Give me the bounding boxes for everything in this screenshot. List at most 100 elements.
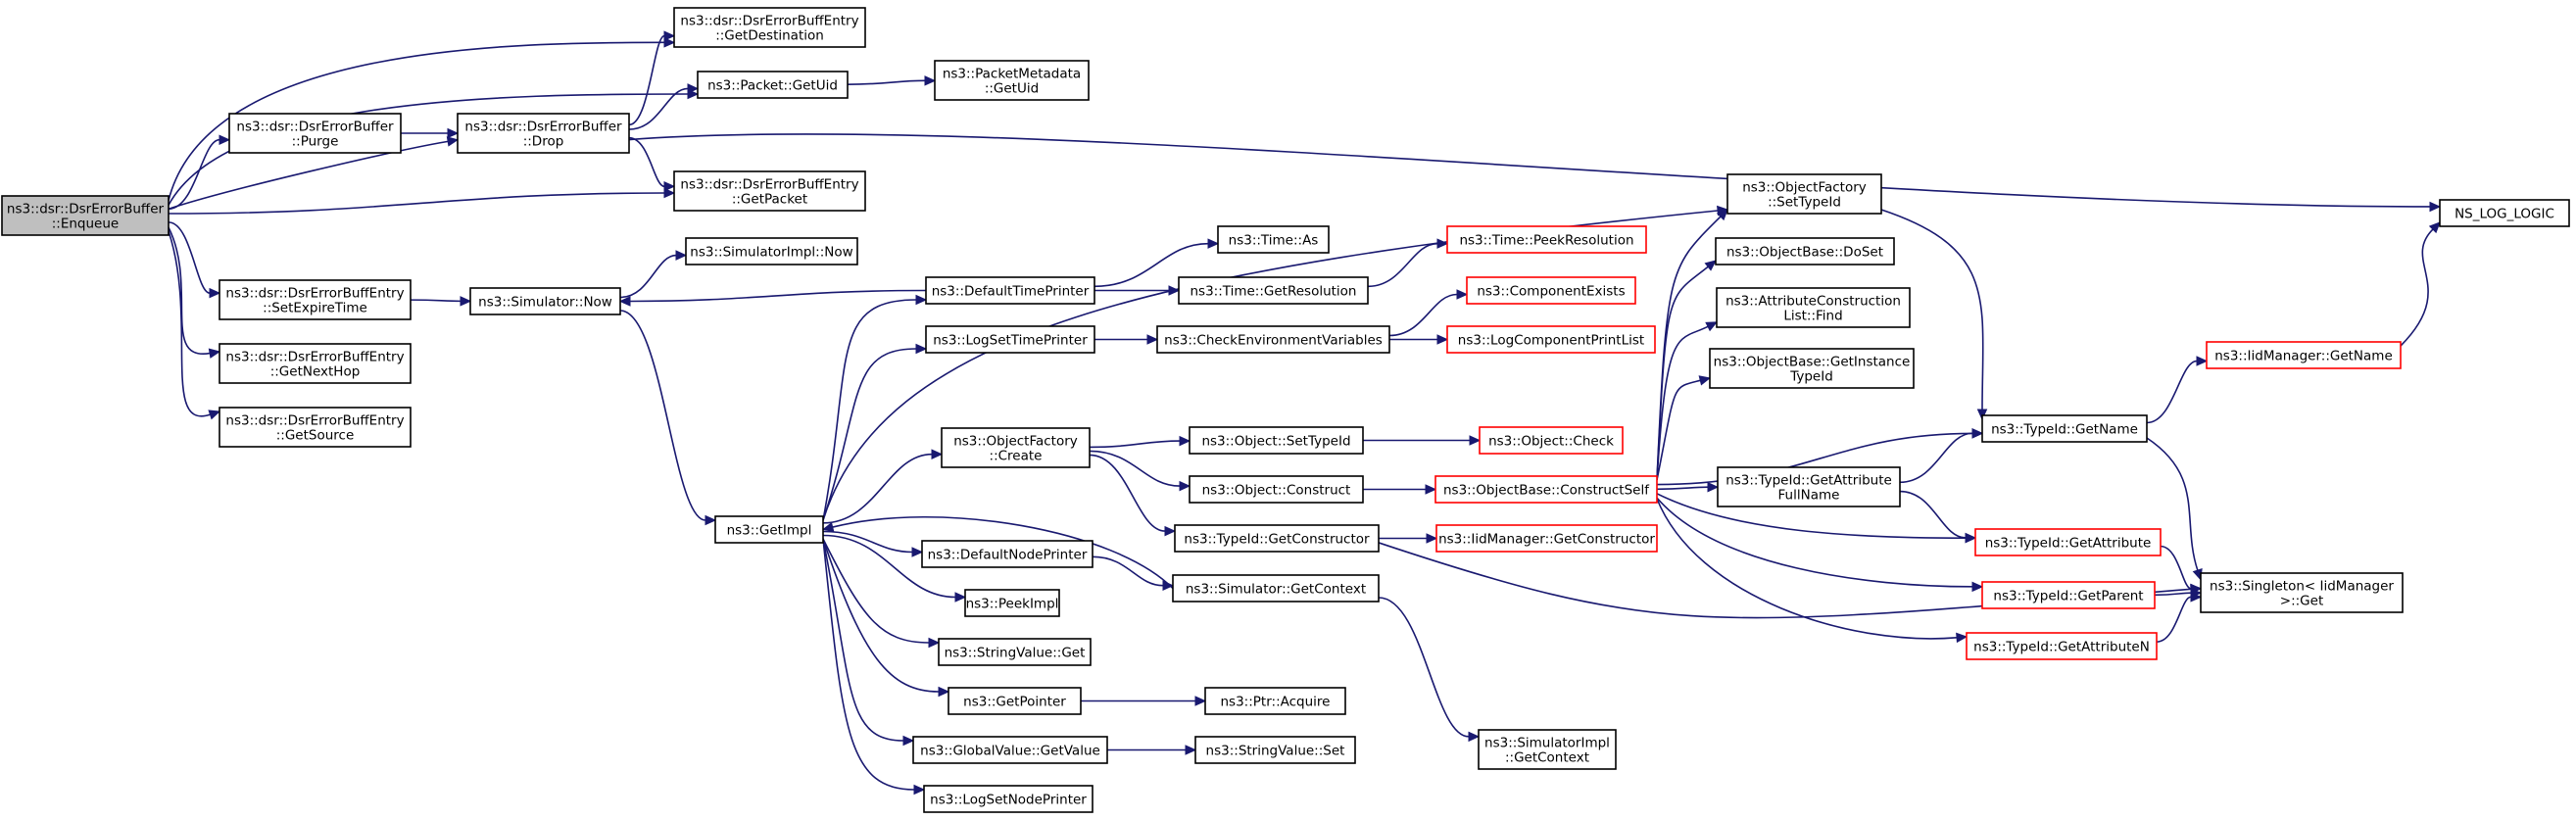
edge-line	[168, 140, 449, 211]
arrowhead	[446, 136, 460, 147]
node-label: ns3::SimulatorImpl	[1484, 736, 1610, 751]
node-label: ns3::Object::Construct	[1202, 483, 1351, 499]
node-get-next-hop[interactable]: ns3::dsr::DsrErrorBuffEntry::GetNextHop	[219, 343, 412, 384]
node-time-peek-resolution[interactable]: ns3::Time::PeekResolution	[1446, 225, 1647, 254]
arrowhead	[1425, 484, 1437, 495]
arrowhead	[1965, 532, 1977, 544]
node-box	[673, 7, 866, 48]
node-simulator-get-context[interactable]: ns3::Simulator::GetContext	[1172, 574, 1380, 603]
node-ptr-acquire[interactable]: ns3::Ptr::Acquire	[1204, 687, 1346, 715]
edge-line	[2156, 596, 2192, 643]
node-log-set-node-printer[interactable]: ns3::LogSetNodePrinter	[923, 785, 1094, 813]
node-box	[1174, 524, 1380, 553]
edge-simulator-get-context-to-get-impl	[821, 515, 1174, 590]
node-box	[1717, 466, 1901, 507]
node-label: TypeId	[1789, 369, 1833, 385]
node-box	[1172, 574, 1380, 603]
node-log-component-print-list[interactable]: ns3::LogComponentPrintList	[1446, 325, 1656, 354]
edge-line	[822, 348, 917, 521]
node-label: ns3::dsr::DsrErrorBuffEntry	[225, 286, 404, 302]
node-simulatorimpl-now[interactable]: ns3::SimulatorImpl::Now	[685, 237, 858, 265]
node-get-impl[interactable]: ns3::GetImpl	[714, 515, 824, 544]
node-label: ns3::Simulator::Now	[478, 295, 612, 311]
arrowhead	[915, 343, 928, 355]
node-box	[685, 237, 858, 265]
edge-object-base-construct-self-to-typeid-get-attribute-n	[1656, 498, 1968, 644]
node-peek-impl[interactable]: ns3::PeekImpl	[964, 589, 1060, 617]
node-object-set-type-id[interactable]: ns3::Object::SetTypeId	[1189, 426, 1364, 455]
node-object-factory-set-type-id[interactable]: ns3::ObjectFactory::SetTypeId	[1726, 173, 1882, 215]
node-packet-getuid[interactable]: ns3::Packet::GetUid	[697, 71, 849, 99]
node-default-node-printer[interactable]: ns3::DefaultNodePrinter	[921, 540, 1094, 568]
node-box	[1478, 729, 1617, 770]
node-box	[219, 343, 412, 384]
node-enqueue[interactable]: ns3::dsr::DsrErrorBuffer::Enqueue	[1, 195, 170, 236]
arrowhead	[663, 187, 676, 199]
node-label: ns3::dsr::DsrErrorBuffEntry	[225, 413, 404, 429]
node-iidmanager-get-constructor[interactable]: ns3::IidManager::GetConstructor	[1435, 524, 1658, 553]
arrowhead	[1956, 632, 1968, 644]
edge-enqueue-to-get-packet	[168, 187, 676, 215]
arrowhead	[2190, 592, 2203, 603]
node-purge[interactable]: ns3::dsr::DsrErrorBuffer::Purge	[228, 113, 402, 154]
node-set-expire-time[interactable]: ns3::dsr::DsrErrorBuffEntry::SetExpireTi…	[219, 279, 412, 320]
node-typeid-get-attribute-n[interactable]: ns3::TypeId::GetAttributeN	[1966, 632, 2158, 660]
edge-check-env-vars-to-component-exists	[1388, 289, 1469, 337]
node-box	[1156, 325, 1390, 354]
node-global-value-get-value[interactable]: ns3::GlobalValue::GetValue	[912, 736, 1108, 764]
node-simulator-now[interactable]: ns3::Simulator::Now	[469, 287, 621, 315]
node-packetmetadata-getuid[interactable]: ns3::PacketMetadata::GetUid	[934, 60, 1090, 101]
node-box	[697, 71, 849, 99]
node-string-value-get[interactable]: ns3::StringValue::Get	[938, 638, 1092, 666]
node-label: ns3::dsr::DsrErrorBuffEntry	[680, 14, 858, 29]
arrowhead	[460, 296, 472, 307]
node-get-packet[interactable]: ns3::dsr::DsrErrorBuffEntry::GetPacket	[673, 170, 866, 212]
edge-purge-to-drop	[401, 127, 460, 139]
node-box	[1479, 426, 1624, 455]
edge-line	[1899, 490, 1967, 539]
edge-line	[619, 310, 706, 521]
node-get-pointer[interactable]: ns3::GetPointer	[948, 687, 1082, 715]
node-object-base-do-set[interactable]: ns3::ObjectBase::DoSet	[1715, 237, 1895, 265]
node-object-base-construct-self[interactable]: ns3::ObjectBase::ConstructSelf	[1434, 475, 1658, 504]
node-box	[714, 515, 824, 544]
edge-typeid-get-attribute-to-singleton-get	[2160, 545, 2203, 595]
node-time-as[interactable]: ns3::Time::As	[1217, 225, 1330, 254]
node-time-get-resolution[interactable]: ns3::Time::GetResolution	[1178, 276, 1369, 305]
node-component-exists[interactable]: ns3::ComponentExists	[1466, 276, 1636, 305]
node-typeid-get-parent[interactable]: ns3::TypeId::GetParent	[1981, 581, 2156, 609]
node-simulatorimpl-get-context[interactable]: ns3::SimulatorImpl::GetContext	[1478, 729, 1617, 770]
node-drop[interactable]: ns3::dsr::DsrErrorBuffer::Drop	[457, 113, 630, 154]
node-typeid-get-constructor[interactable]: ns3::TypeId::GetConstructor	[1174, 524, 1380, 553]
edge-time-get-resolution-to-time-peek-resolution	[1367, 238, 1449, 288]
node-get-source[interactable]: ns3::dsr::DsrErrorBuffEntry::GetSource	[219, 407, 412, 448]
edge-default-time-printer-to-time-as	[1094, 238, 1220, 288]
edge-line	[1656, 265, 1709, 481]
node-log-set-time-printer[interactable]: ns3::LogSetTimePrinter	[925, 325, 1095, 354]
edge-line	[168, 221, 211, 294]
node-get-destination[interactable]: ns3::dsr::DsrErrorBuffEntry::GetDestinat…	[673, 7, 866, 48]
node-object-check[interactable]: ns3::Object::Check	[1479, 426, 1624, 455]
node-object-construct[interactable]: ns3::Object::Construct	[1189, 475, 1364, 504]
edge-line	[1656, 498, 1958, 640]
node-label: FullName	[1778, 488, 1840, 504]
arrowhead	[1468, 731, 1481, 743]
node-default-time-printer[interactable]: ns3::DefaultTimePrinter	[925, 276, 1095, 305]
node-iidmanager-get-name[interactable]: ns3::IidManager::GetName	[2206, 341, 2402, 369]
node-ns-log-logic[interactable]: NS_LOG_LOGIC	[2439, 199, 2570, 227]
node-typeid-get-attribute[interactable]: ns3::TypeId::GetAttribute	[1974, 528, 2162, 556]
node-label: ns3::IidManager::GetConstructor	[1438, 532, 1655, 548]
node-label: ns3::DefaultNodePrinter	[928, 548, 1088, 563]
node-string-value-set[interactable]: ns3::StringValue::Set	[1194, 736, 1356, 764]
node-box	[948, 687, 1082, 715]
node-typeid-get-name[interactable]: ns3::TypeId::GetName	[1981, 414, 2148, 443]
node-check-env-vars[interactable]: ns3::CheckEnvironmentVariables	[1156, 325, 1390, 354]
node-singleton-get[interactable]: ns3::Singleton< IidManager >::Get	[2200, 572, 2404, 613]
node-object-factory-create[interactable]: ns3::ObjectFactory::Create	[941, 427, 1091, 468]
edge-line	[822, 538, 915, 791]
edge-line	[619, 254, 677, 299]
